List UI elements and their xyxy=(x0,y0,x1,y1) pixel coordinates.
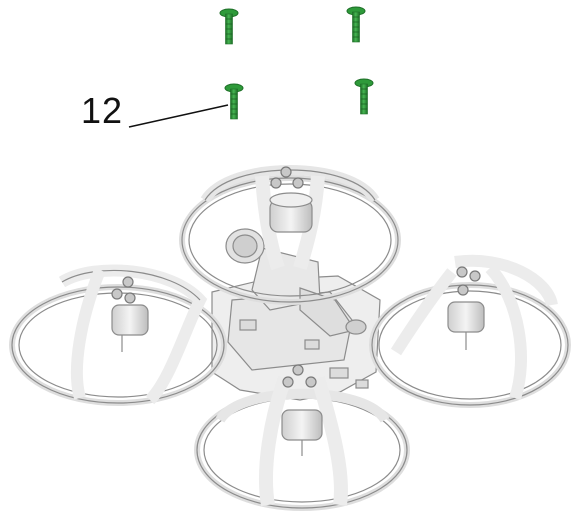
screw-icon xyxy=(346,6,366,43)
screw-icon xyxy=(219,8,239,45)
prop-guard-right xyxy=(369,254,571,408)
mount-screws xyxy=(111,166,481,388)
prop-guard-left xyxy=(9,264,227,406)
drone-frame-icon xyxy=(9,165,571,511)
screw-icon xyxy=(354,78,374,115)
prop-guard-bottom xyxy=(194,375,410,511)
callout-leader-line xyxy=(128,104,229,128)
callout-label: 12 xyxy=(81,90,124,131)
screw-icon xyxy=(224,83,244,120)
